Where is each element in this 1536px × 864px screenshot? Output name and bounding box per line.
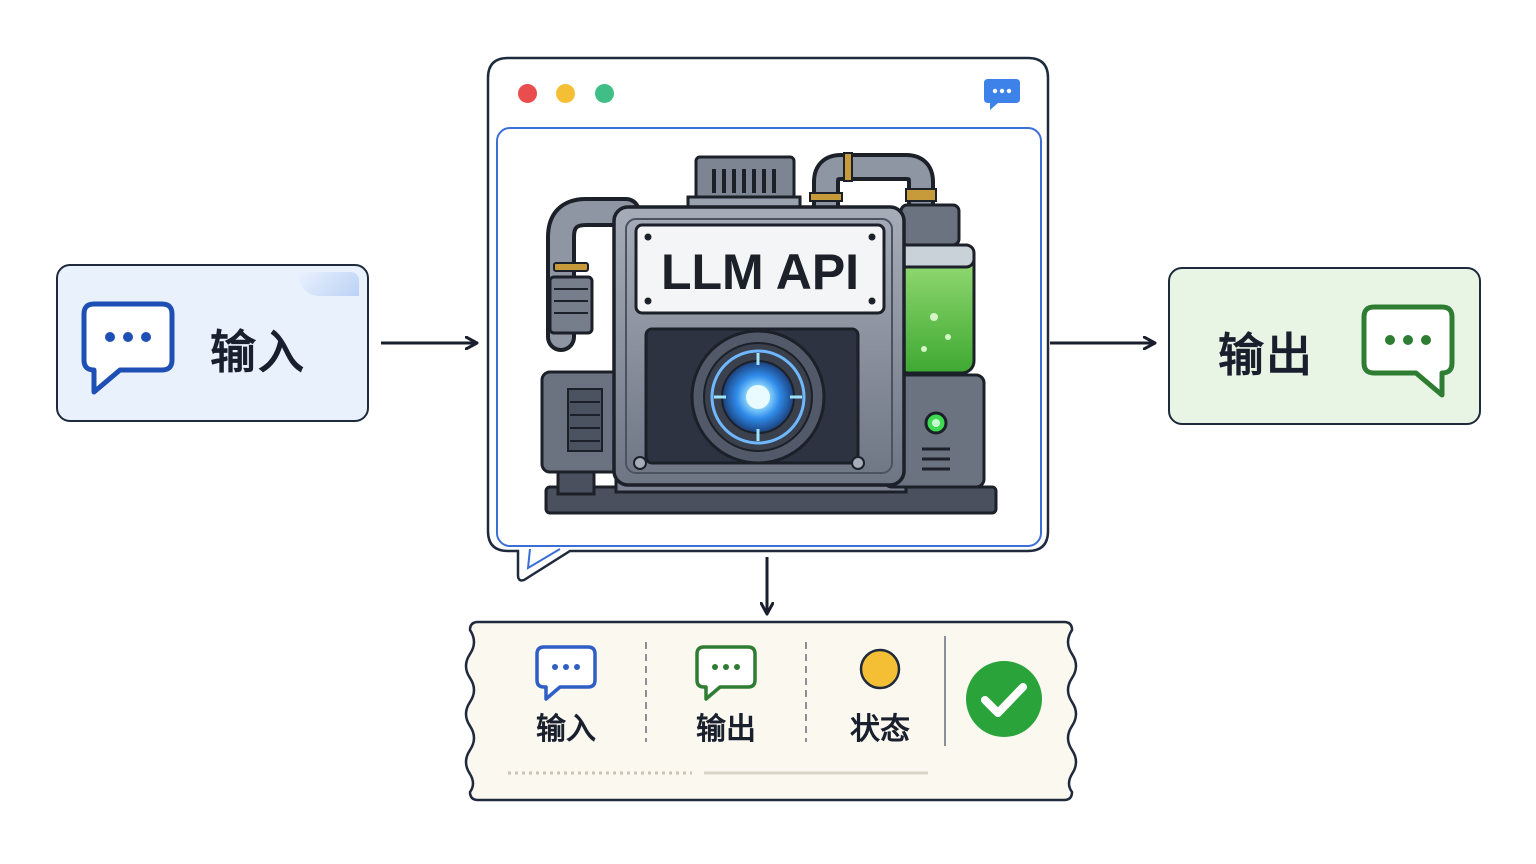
chat-badge-icon[interactable] (982, 77, 1022, 113)
maximize-dot[interactable] (595, 84, 614, 103)
chat-bubble-icon[interactable] (534, 644, 598, 702)
check-circle-icon[interactable] (964, 659, 1044, 739)
output-card[interactable]: 输出 (1168, 267, 1481, 425)
engine-title: LLM API (661, 244, 859, 300)
engine-icon: LLM API (540, 152, 998, 515)
input-card[interactable]: 输入 (56, 264, 369, 422)
chat-bubble-icon[interactable] (694, 644, 758, 702)
chat-bubble-icon (81, 301, 175, 395)
summary-input-label: 输入 (536, 712, 596, 747)
card-sheen (299, 272, 359, 296)
status-dot-icon[interactable] (858, 647, 902, 691)
input-label: 输入 (210, 325, 306, 379)
minimize-dot[interactable] (556, 84, 575, 103)
summary-status-label: 状态 (850, 712, 910, 747)
chat-bubble-icon (1361, 304, 1455, 398)
close-dot[interactable] (518, 84, 537, 103)
output-label: 输出 (1218, 328, 1314, 382)
window-controls (518, 84, 618, 104)
summary-output-label: 输出 (696, 712, 756, 747)
